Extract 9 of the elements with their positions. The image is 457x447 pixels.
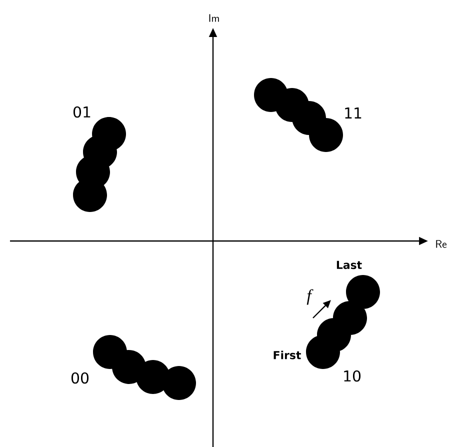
constellation-label: 10 bbox=[344, 370, 361, 382]
constellation-label: 00 bbox=[71, 372, 89, 384]
axis-label: Im bbox=[209, 14, 219, 22]
constellation-label: f bbox=[306, 289, 314, 305]
constellation-label: 11 bbox=[345, 108, 362, 118]
constellation-label: First bbox=[274, 350, 301, 360]
axis-label: Re bbox=[436, 240, 447, 248]
constellation-label: 01 bbox=[73, 106, 90, 118]
constellation-label: Last bbox=[336, 260, 362, 270]
